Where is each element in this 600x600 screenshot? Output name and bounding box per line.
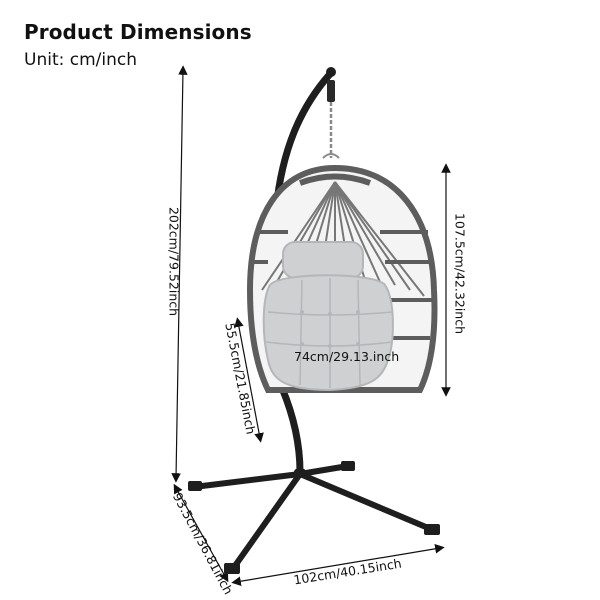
seat-depth-dimension-line bbox=[234, 317, 264, 443]
unit-label: Unit: cm/inch bbox=[24, 50, 137, 70]
base-depth-dimension-line bbox=[173, 483, 229, 583]
pole-top-cap bbox=[326, 67, 336, 77]
basket-width-label: 74cm/29.13.inch bbox=[294, 349, 400, 364]
hanging-chain bbox=[322, 80, 340, 159]
page-title: Product Dimensions bbox=[24, 20, 252, 44]
total-height-dimension-line bbox=[171, 65, 188, 483]
seat-cushion bbox=[262, 241, 394, 392]
total-height-label: 202cm/79.52inch bbox=[166, 206, 182, 317]
basket-height-label: 107.5cm/42.32inch bbox=[452, 212, 468, 335]
base-width-dimension-line bbox=[231, 544, 445, 586]
stand-base bbox=[188, 461, 440, 574]
